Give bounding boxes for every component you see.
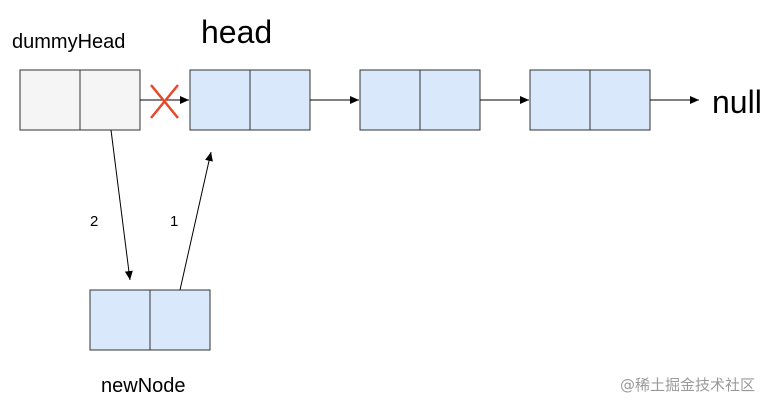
arrow-step-2-dummy-to-new-node	[110, 129, 133, 281]
new-node-label: newNode	[101, 375, 186, 397]
head-label: head	[201, 14, 272, 50]
step-2-label: 2	[90, 213, 98, 230]
step-1-label: 1	[170, 213, 178, 230]
watermark: @稀土掘金技术社区	[620, 376, 755, 394]
dummy-head-node	[19, 69, 141, 131]
list-node-2	[359, 69, 481, 131]
head-node	[189, 69, 311, 131]
removed-link-cross-icon	[150, 84, 179, 119]
arrow-step-1-new-node-to-head	[179, 151, 213, 291]
list-node-3	[529, 69, 651, 131]
dummy-head-label: dummyHead	[12, 31, 125, 53]
new-node	[89, 289, 211, 351]
null-label: null	[712, 84, 762, 120]
